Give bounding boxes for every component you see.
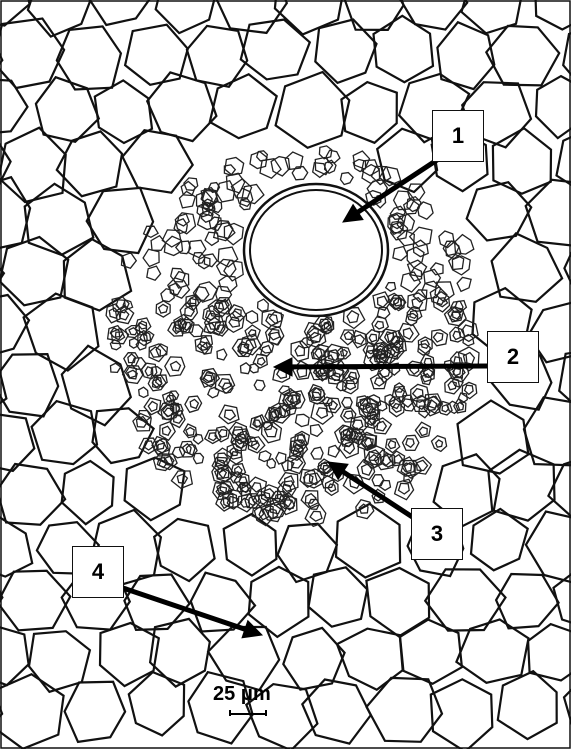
scale-bar-label: 25 μm: [213, 683, 271, 706]
label-3: 3: [411, 508, 463, 560]
label-2: 2: [487, 331, 539, 383]
label-1: 1: [432, 110, 484, 162]
label-4: 4: [72, 546, 124, 598]
scale-bar: [229, 713, 267, 715]
